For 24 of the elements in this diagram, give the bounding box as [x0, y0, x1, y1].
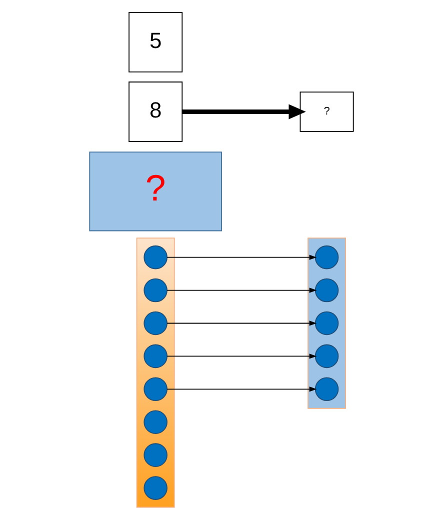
- arrow: [166, 320, 316, 326]
- node-circle: [143, 245, 167, 270]
- arrow: [166, 254, 316, 260]
- node-circle: [314, 377, 338, 402]
- node-circle: [314, 245, 338, 270]
- arrow: [166, 288, 316, 293]
- arrow: [182, 104, 306, 120]
- node-circle: [143, 476, 167, 500]
- node-circle: [143, 344, 167, 368]
- node-circle: [314, 344, 338, 368]
- arrow: [166, 354, 316, 359]
- node-box: 8: [128, 82, 182, 142]
- cluster: [136, 238, 174, 508]
- node-circle: [314, 278, 338, 302]
- node-circle: [143, 443, 167, 467]
- arrow: [166, 386, 316, 392]
- node-box: 5: [128, 12, 182, 72]
- node-circle: [143, 410, 167, 434]
- node-circle: [143, 377, 167, 402]
- node-circle: [143, 311, 167, 336]
- node-circle: [314, 311, 338, 336]
- node-box: ?: [299, 92, 354, 132]
- node-circle: [143, 278, 167, 302]
- node-box: ?: [88, 152, 222, 232]
